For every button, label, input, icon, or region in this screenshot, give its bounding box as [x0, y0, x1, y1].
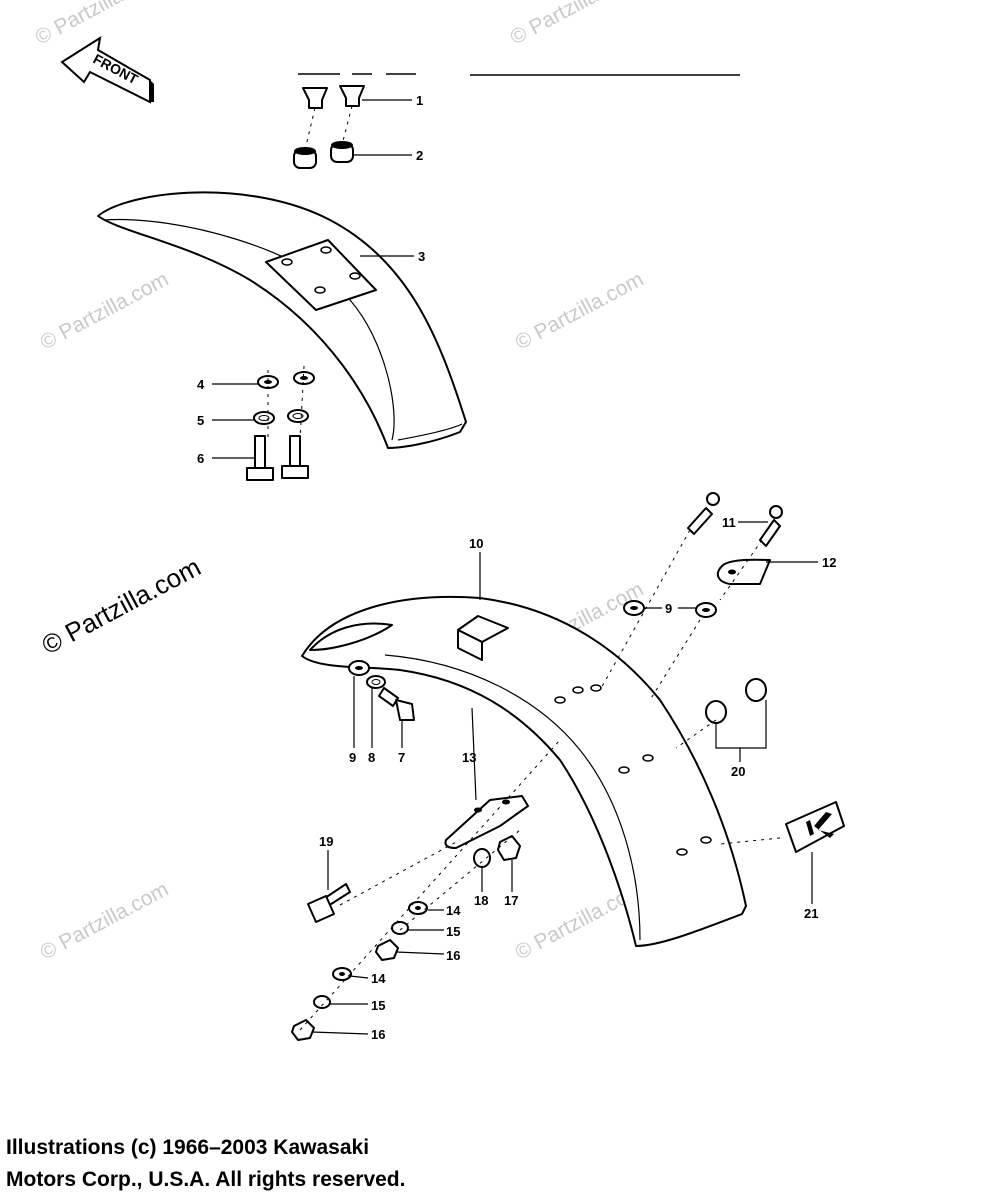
front-center-lines	[267, 105, 353, 441]
callout-16: 16	[371, 1027, 385, 1042]
callout-10: 10	[469, 536, 483, 551]
watermark: © Partzilla.com	[507, 0, 643, 49]
watermark: © Partzilla.com	[512, 268, 648, 355]
callout-20: 20	[731, 764, 745, 779]
part-18-washer	[473, 848, 491, 868]
header-lines	[298, 73, 740, 76]
callout-7: 7	[398, 750, 405, 765]
callout-17: 17	[504, 893, 518, 908]
watermark: © Partzilla.com	[37, 268, 173, 355]
part-15-lock-washer	[313, 921, 409, 1009]
callout-15: 15	[371, 998, 385, 1013]
copyright-notice: Illustrations (c) 1966–2003 Kawasaki Mot…	[6, 1132, 405, 1196]
callout-15: 15	[446, 924, 460, 939]
callout-18: 18	[474, 893, 488, 908]
leader-lines	[212, 99, 818, 1035]
rear-center-lines	[299, 529, 781, 1031]
callout-16: 16	[446, 948, 460, 963]
part-13-stay	[444, 795, 529, 849]
callout-21: 21	[804, 906, 818, 921]
part-16-nut	[291, 939, 399, 1041]
callout-12: 12	[822, 555, 836, 570]
watermark-dark: © Partzilla.com	[37, 552, 206, 661]
front-fender	[97, 191, 467, 449]
callout-3: 3	[418, 249, 425, 264]
callout-8: 8	[368, 750, 375, 765]
part-19-bolt	[307, 883, 351, 923]
part-12-bracket	[716, 558, 771, 585]
callout-19: 19	[319, 834, 333, 849]
front-arrow: FRONT	[60, 35, 154, 104]
callout-2: 2	[416, 148, 423, 163]
part-20-bumper	[705, 678, 767, 724]
part-11-screw	[687, 492, 783, 547]
part-14-washer	[332, 901, 428, 981]
part-17-nut	[497, 835, 521, 861]
part-8-lock-washer	[366, 675, 386, 689]
rear-fender	[301, 595, 747, 947]
part-1-cap	[302, 85, 365, 109]
callout-1: 1	[416, 93, 423, 108]
part-5-lock-washer	[253, 409, 309, 425]
part-6-bolt	[246, 435, 309, 481]
callout-14: 14	[446, 903, 461, 918]
copyright-line-1: Illustrations (c) 1966–2003 Kawasaki	[6, 1136, 370, 1159]
callout-4: 4	[197, 377, 205, 392]
watermark: © Partzilla.com	[37, 878, 173, 965]
callout-14: 14	[371, 971, 386, 986]
part-2-grommet	[293, 141, 354, 169]
callout-9: 9	[349, 750, 356, 765]
part-7-bolt	[378, 687, 415, 721]
part-21-emblem	[785, 801, 845, 853]
callout-13: 13	[462, 750, 476, 765]
copyright-line-2: Motors Corp., U.S.A. All rights reserved…	[6, 1168, 406, 1191]
callout-11: 11	[722, 515, 736, 530]
callout-9: 9	[665, 601, 672, 616]
callouts: 1 2 3 4 5 6 10 11 12 9 9 8 7 13 20 19 18…	[197, 93, 836, 1042]
callout-6: 6	[197, 451, 204, 466]
part-4-washer	[257, 371, 315, 389]
callout-5: 5	[197, 413, 204, 428]
